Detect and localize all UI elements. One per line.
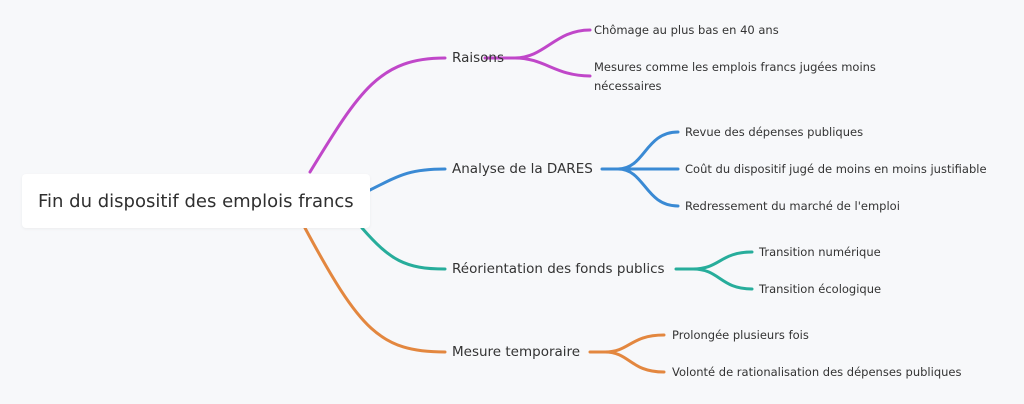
leaf-revue-depenses[interactable]: Revue des dépenses publiques [685,125,864,139]
leaf-mesures-moins-necessaires[interactable]: Mesures comme les emplois francs jugées … [594,60,876,93]
branch-raisons-lines [308,28,592,174]
leaf-redressement-marche[interactable]: Redressement du marché de l'emploi [685,199,900,213]
leaf-rationalisation[interactable]: Volonté de rationalisation des dépenses … [672,365,962,379]
leaf-cout-dispositif[interactable]: Coût du dispositif jugé de moins en moin… [685,162,987,176]
node-reorientation-fonds[interactable]: Réorientation des fonds publics [452,261,665,277]
node-raisons[interactable]: Raisons [452,50,504,66]
leaf-chomage[interactable]: Chômage au plus bas en 40 ans [594,23,779,37]
branch-dares-lines [368,130,680,208]
root-node[interactable]: Fin du dispositif des emplois francs [22,174,370,228]
branch-fonds-lines [360,226,754,291]
leaf-transition-numerique[interactable]: Transition numérique [759,245,881,259]
node-mesure-temporaire[interactable]: Mesure temporaire [452,344,581,360]
leaf-prolongee[interactable]: Prolongée plusieurs fois [672,328,809,342]
node-analyse-dares[interactable]: Analyse de la DARES [452,161,593,177]
branch-mesure-lines [303,226,666,374]
leaf-transition-ecologique[interactable]: Transition écologique [759,282,882,296]
